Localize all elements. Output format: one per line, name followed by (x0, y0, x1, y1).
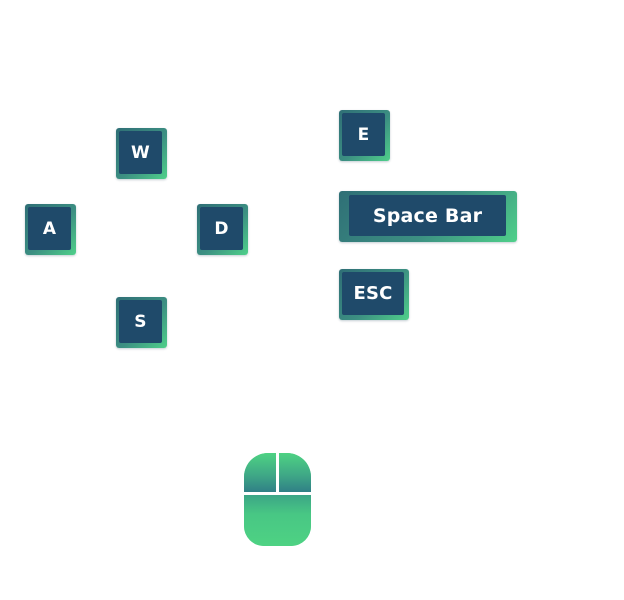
mouse-body (244, 493, 311, 546)
mouse-button-divider (276, 453, 279, 493)
w-key-label: W (119, 131, 162, 174)
space-bar-key: Space Bar (339, 191, 517, 242)
w-key: W (116, 128, 167, 179)
e-key-label: E (342, 113, 385, 156)
esc-key: ESC (339, 269, 409, 320)
s-key-label: S (119, 300, 162, 343)
d-key: D (197, 204, 248, 255)
a-key-label: A (28, 207, 71, 250)
mouse-body-divider (244, 492, 311, 495)
s-key: S (116, 297, 167, 348)
d-key-label: D (200, 207, 243, 250)
computer-mouse-icon (244, 453, 311, 546)
e-key: E (339, 110, 390, 161)
a-key: A (25, 204, 76, 255)
space-bar-key-label: Space Bar (349, 195, 506, 236)
esc-key-label: ESC (342, 272, 404, 315)
